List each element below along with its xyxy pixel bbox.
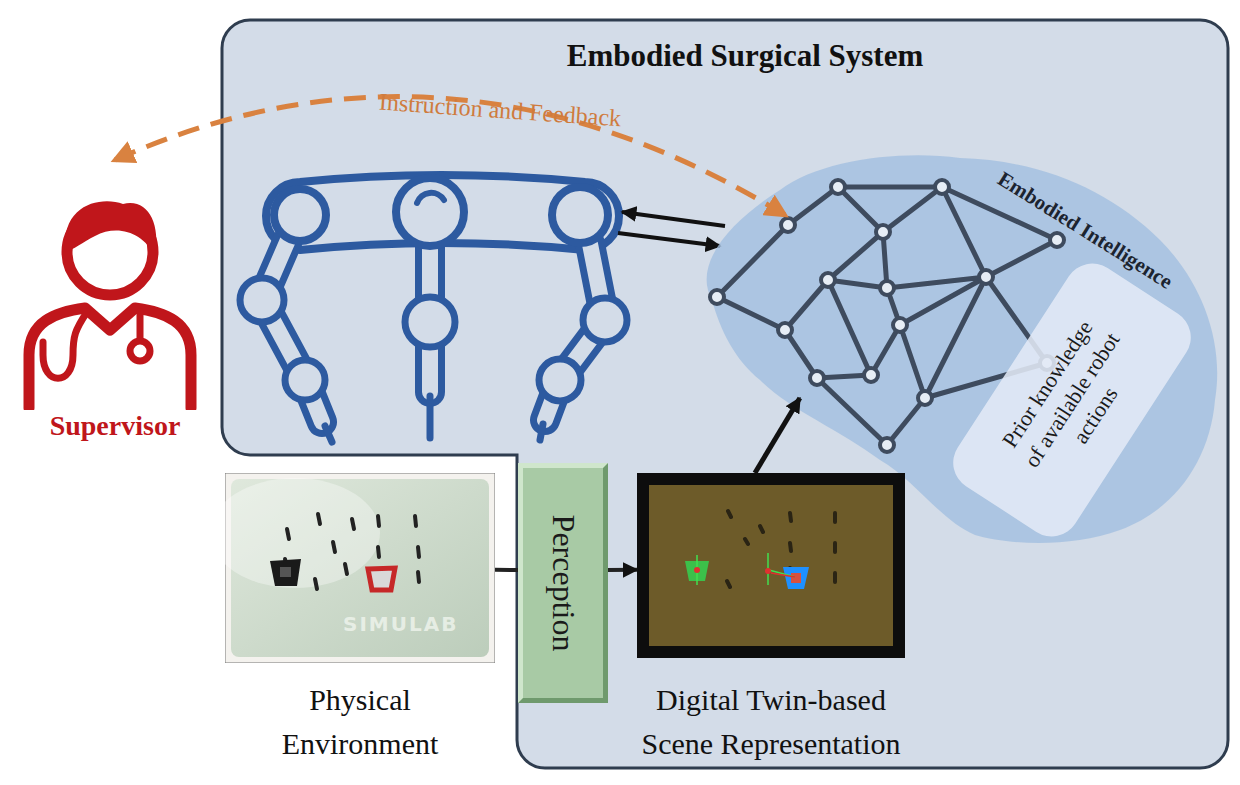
system-title: Embodied Surgical System [520, 38, 970, 74]
supervisor-label: Supervisor [15, 410, 215, 442]
supervisor-hair [65, 201, 157, 256]
twin-pose-dot [765, 568, 771, 574]
stethoscope-chestpiece [130, 341, 150, 361]
board-glare [225, 478, 380, 588]
black-peg-block [270, 559, 301, 586]
data-line [495, 568, 518, 572]
digital-twin-node: Digital Twin-based Scene Representation [637, 473, 905, 763]
supervisor-icon [15, 160, 215, 410]
render-pegs [727, 511, 835, 587]
image-caption: Physical Environment [245, 678, 475, 765]
supervisor-body [29, 308, 191, 408]
supervisor-node: Supervisor [15, 160, 215, 450]
red-peg-block [368, 568, 395, 590]
perception-box: Perception [518, 463, 608, 703]
twin-pose-dot [694, 567, 700, 573]
twin-axis [768, 553, 795, 585]
board-pegs [285, 514, 419, 589]
render-frame [637, 473, 905, 658]
digital-twin-render [637, 473, 905, 658]
twin-block-slot [791, 573, 801, 583]
perception-label: Perception [545, 515, 582, 652]
knowledge-box: Prior knowledge of available robot actio… [942, 253, 1201, 547]
watermark-text: SIMULAB [343, 612, 458, 636]
twin-axis [771, 573, 795, 577]
render-board [649, 485, 893, 646]
stethoscope-tube [137, 312, 144, 340]
image-caption: Digital Twin-based Scene Representation [621, 678, 921, 765]
twin-block-blue [783, 567, 809, 589]
knowledge-text: Prior knowledge of available robot actio… [992, 310, 1151, 491]
system-outline-shape [222, 20, 1228, 768]
stethoscope-tube [43, 312, 87, 378]
black-block-hole [280, 567, 291, 577]
